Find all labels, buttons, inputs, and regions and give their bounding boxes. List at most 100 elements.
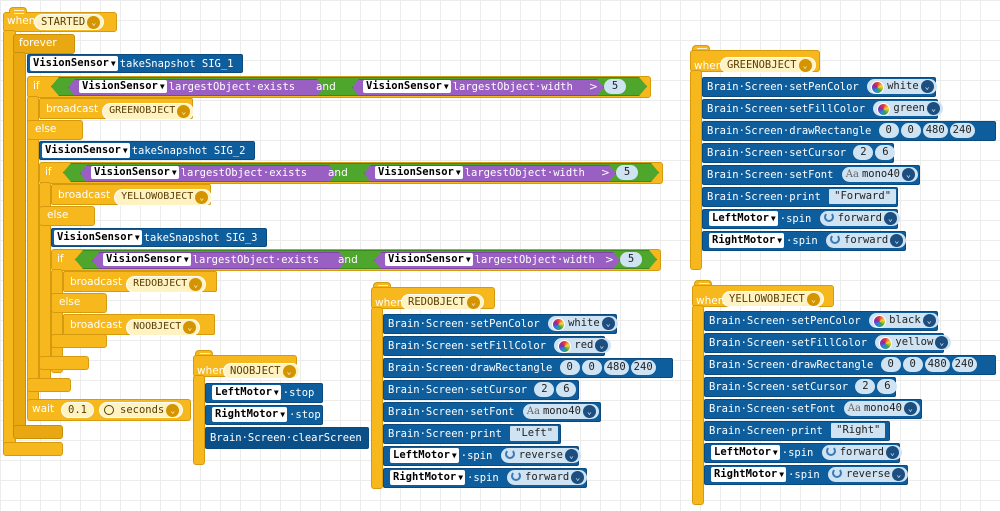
left-motor-stop[interactable]: LeftMotor▼·stop (205, 383, 323, 403)
chevron-down-icon: ⌄ (183, 321, 197, 334)
rect-w-input[interactable]: 480 (922, 123, 948, 138)
color-dropdown[interactable]: black⌄ (869, 313, 939, 328)
largest-object-exists-3[interactable]: VisionSensor▼largestObject·exists (92, 252, 346, 269)
set-fill-color[interactable]: Brain·Screen·setFillColor yellow⌄ (704, 333, 952, 353)
direction-dropdown[interactable]: forward⌄ (826, 233, 907, 248)
event-dropdown[interactable]: GREENOBJECT⌄ (720, 57, 816, 73)
vision-sensor-dropdown[interactable]: VisionSensor▼ (30, 56, 118, 71)
right-motor-stop[interactable]: RightMotor▼·stop (205, 405, 323, 425)
left-motor-spin[interactable]: LeftMotor▼·spin reverse⌄ (383, 446, 581, 466)
message-dropdown[interactable]: NOOBJECT⌄ (126, 319, 201, 336)
take-snapshot-sig2[interactable]: VisionSensor▼takeSnapshot SIG_2 (39, 141, 255, 160)
right-motor-spin[interactable]: RightMotor▼·spin reverse⌄ (704, 465, 909, 485)
wait-value-input[interactable]: 0.1 (61, 402, 94, 418)
event-dropdown[interactable]: REDOBJECT⌄ (401, 294, 484, 310)
forever-block[interactable] (13, 34, 75, 54)
take-snapshot-sig3[interactable]: VisionSensor▼takeSnapshot SIG_3 (51, 228, 267, 247)
cursor-row-input[interactable]: 2 (855, 379, 876, 394)
cursor-col-input[interactable]: 6 (556, 382, 577, 397)
print-text-input[interactable]: "Right" (831, 423, 886, 438)
direction-dropdown[interactable]: forward⌄ (819, 211, 900, 226)
rect-w-input[interactable]: 480 (924, 357, 950, 372)
vision-sensor-dropdown[interactable]: VisionSensor▼ (54, 230, 142, 245)
color-dropdown[interactable]: white⌄ (867, 79, 937, 94)
rect-h-input[interactable]: 240 (949, 123, 975, 138)
wait-unit-dropdown[interactable]: seconds⌄ (99, 402, 184, 418)
rect-x-input[interactable]: 0 (559, 360, 580, 375)
left-motor-spin[interactable]: LeftMotor▼·spin forward⌄ (702, 209, 900, 229)
and-condition-3[interactable]: VisionSensor▼largestObject·exists and Vi… (75, 250, 657, 269)
print-text[interactable]: Brain·Screen·print "Forward" (702, 187, 898, 207)
largest-object-width-2[interactable]: VisionSensor▼largestObject·width (364, 165, 616, 182)
set-fill-color[interactable]: Brain·Screen·setFillColor red⌄ (383, 336, 612, 356)
rect-x-input[interactable]: 0 (880, 357, 901, 372)
cursor-col-input[interactable]: 6 (875, 145, 896, 160)
event-dropdown[interactable]: STARTED⌄ (34, 14, 105, 30)
largest-object-width-1[interactable]: VisionSensor▼largestObject·width (352, 79, 604, 96)
rect-w-input[interactable]: 480 (603, 360, 629, 375)
direction-dropdown[interactable]: forward⌄ (821, 445, 902, 460)
and-condition-1[interactable]: VisionSensor▼largestObject·exists and Vi… (51, 77, 647, 96)
chevron-down-icon: ⌄ (282, 365, 296, 378)
set-pen-color[interactable]: Brain·Screen·setPenColor white⌄ (702, 77, 937, 97)
rect-y-input[interactable]: 0 (902, 357, 923, 372)
rect-h-input[interactable]: 240 (951, 357, 977, 372)
left-motor-spin[interactable]: LeftMotor▼·spin forward⌄ (704, 443, 902, 463)
right-motor-spin[interactable]: RightMotor▼·spin forward⌄ (702, 231, 907, 251)
cursor-col-input[interactable]: 6 (877, 379, 898, 394)
set-pen-color[interactable]: Brain·Screen·setPenColor white⌄ (383, 314, 618, 334)
direction-dropdown[interactable]: reverse⌄ (500, 448, 581, 463)
rect-y-input[interactable]: 0 (581, 360, 602, 375)
rect-x-input[interactable]: 0 (878, 123, 899, 138)
rect-h-input[interactable]: 240 (630, 360, 656, 375)
print-text-input[interactable]: "Forward" (829, 189, 897, 204)
vision-sensor-dropdown[interactable]: VisionSensor▼ (42, 143, 130, 158)
message-dropdown[interactable]: REDOBJECT⌄ (126, 276, 207, 293)
width-threshold-input[interactable]: 5 (620, 252, 642, 267)
message-dropdown[interactable]: YELLOWOBJECT⌄ (114, 189, 213, 206)
print-text[interactable]: Brain·Screen·print "Right" (704, 421, 890, 441)
color-dropdown[interactable]: red⌄ (554, 338, 612, 353)
right-motor-spin[interactable]: RightMotor▼·spin forward⌄ (383, 468, 588, 488)
event-dropdown[interactable]: YELLOWOBJECT⌄ (722, 291, 824, 307)
largest-object-exists-2[interactable]: VisionSensor▼largestObject·exists (80, 165, 336, 182)
cursor-row-input[interactable]: 2 (534, 382, 555, 397)
message-dropdown[interactable]: GREENOBJECT⌄ (102, 103, 195, 120)
width-threshold-input[interactable]: 5 (616, 165, 638, 180)
set-pen-color[interactable]: Brain·Screen·setPenColor black⌄ (704, 311, 939, 331)
direction-dropdown[interactable]: forward⌄ (507, 470, 588, 485)
print-text-input[interactable]: "Left" (510, 426, 559, 441)
direction-dropdown[interactable]: reverse⌄ (828, 467, 909, 482)
cursor-row-input[interactable]: 2 (853, 145, 874, 160)
event-dropdown[interactable]: NOOBJECT⌄ (223, 363, 300, 379)
color-dropdown[interactable]: yellow⌄ (875, 335, 952, 350)
width-threshold-input[interactable]: 5 (604, 79, 626, 94)
color-dropdown[interactable]: green⌄ (873, 101, 943, 116)
print-text[interactable]: Brain·Screen·print "Left" (383, 424, 561, 444)
set-fill-color[interactable]: Brain·Screen·setFillColor green⌄ (702, 99, 943, 119)
largest-object-exists-1[interactable]: VisionSensor▼largestObject·exists (68, 79, 324, 96)
and-condition-2[interactable]: VisionSensor▼largestObject·exists and Vi… (63, 163, 659, 182)
rect-y-input[interactable]: 0 (900, 123, 921, 138)
color-dropdown[interactable]: white⌄ (548, 316, 618, 331)
yellowobject-script: when YELLOWOBJECT⌄ Brain·Screen·setPenCo… (692, 280, 998, 505)
take-snapshot-sig1[interactable]: VisionSensor▼takeSnapshot SIG_1 (27, 54, 243, 73)
brain-screen-clear[interactable]: Brain·Screen·clearScreen (205, 427, 369, 449)
largest-object-width-3[interactable]: VisionSensor▼largestObject·width (374, 252, 620, 269)
